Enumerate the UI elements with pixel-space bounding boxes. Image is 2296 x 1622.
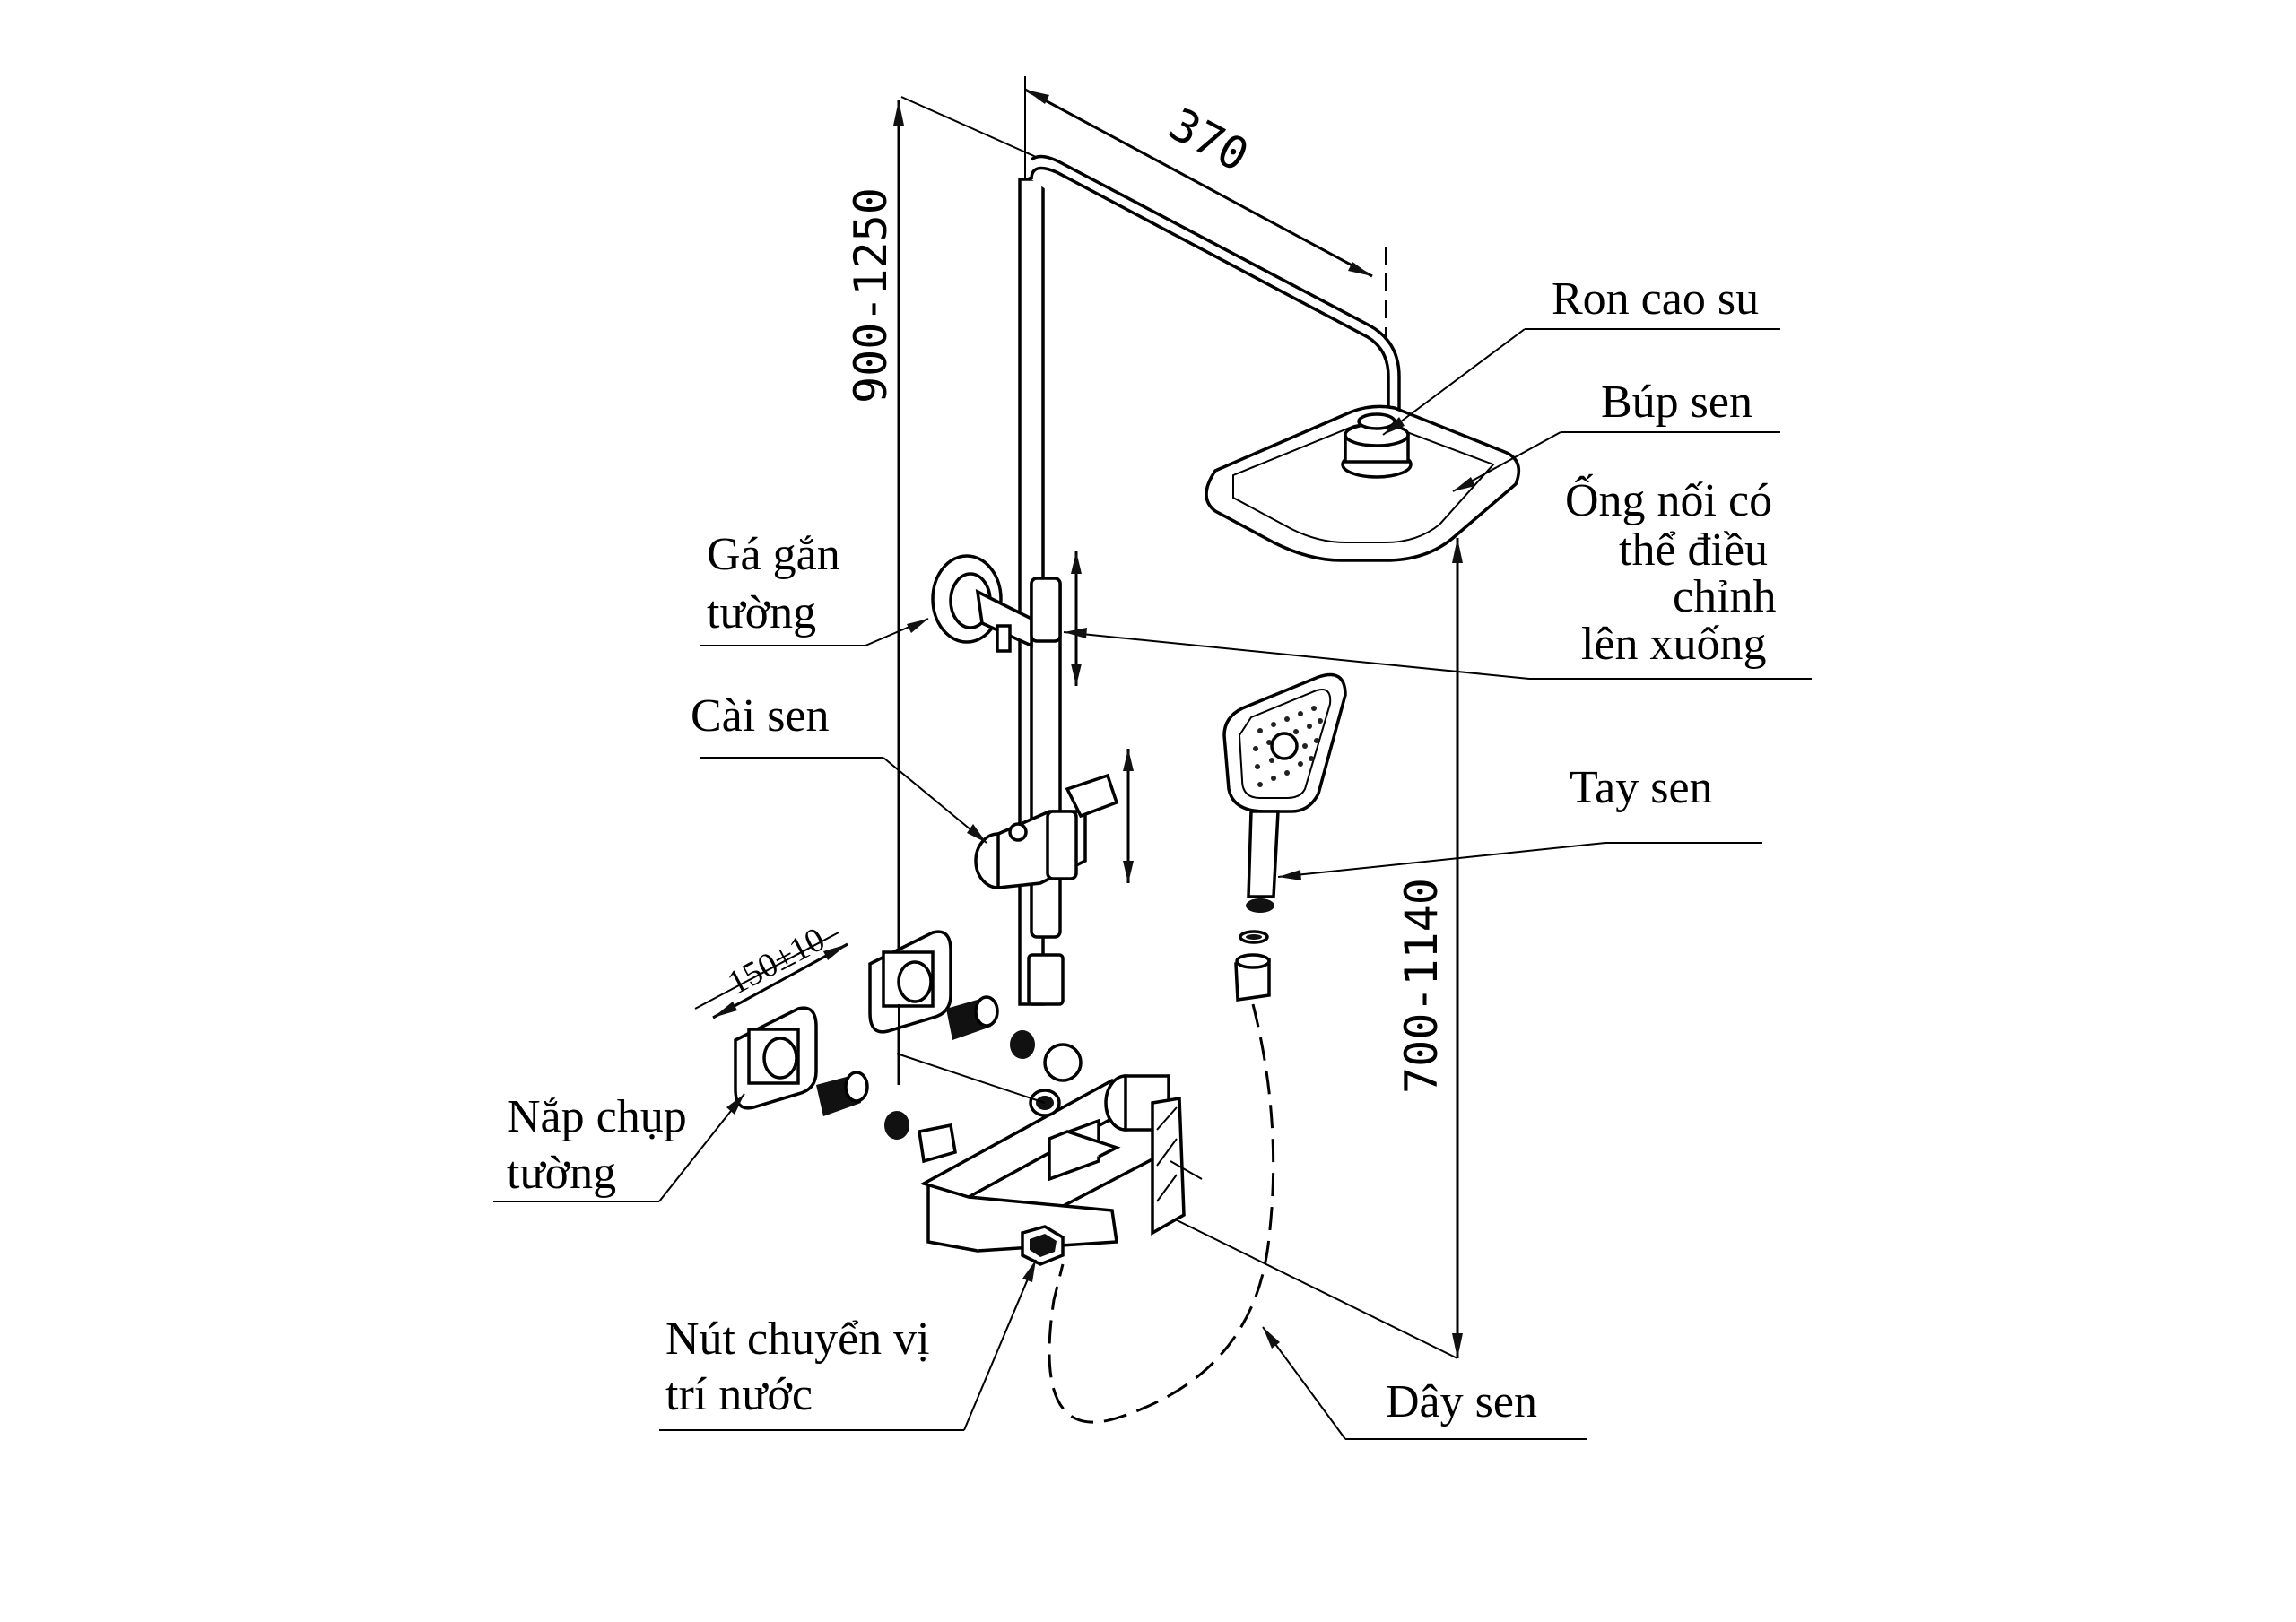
label-bup-sen: Búp sen [1601,377,1752,428]
dimension-900-1250-text: 900-1250 [845,187,897,403]
hand-shower [1222,672,1347,1002]
label-tay-sen: Tay sen [1570,762,1713,813]
label-nap-chup-line1: Nắp chụp [507,1091,687,1142]
label-ga-gan-line1: Gá gắn [707,529,840,580]
leader-lines [493,328,1812,1440]
dimension-700-1140-text: 700-1140 [1396,878,1448,1094]
label-ron-cao-su: Ron cao su [1552,273,1759,325]
dimension-900-1250: 900-1250 [845,96,1037,1085]
wall-bracket [931,554,1062,653]
bracket-arrow [1071,551,1082,686]
label-nut-chuyen-line1: Nút chuyển vị [665,1314,930,1365]
labels: Ron cao su Búp sen Ống nối có thể điều c… [507,273,1777,1427]
label-ong-noi-line3: chỉnh [1673,571,1777,622]
dimension-700-1140: 700-1140 [1156,538,1463,1359]
rain-shower-head [1205,404,1521,562]
slider-holder [974,773,1119,889]
eccentric-connectors [816,995,1083,1164]
mixer-valve [896,1053,1203,1253]
dimension-150-text: 150±10 [722,920,831,1002]
label-ong-noi-line4: lên xuống [1581,619,1767,670]
label-nap-chup-line2: tường [507,1148,616,1199]
dimension-150: 150±10 [694,920,848,1019]
wall-cap-upper [868,930,952,1034]
diverter-knob [1021,1225,1065,1266]
label-nut-chuyen-line2: trí nước [665,1369,813,1420]
label-day-sen: Dây sen [1386,1376,1537,1427]
shower-hose [1048,1003,1275,1424]
label-ong-noi-line1: Ống nối có [1565,473,1772,526]
label-ga-gan-line2: tường [707,587,816,638]
wall-cap-lower [734,1006,818,1110]
slider-arrow [1123,749,1134,883]
label-ong-noi-line2: thể điều [1619,525,1768,576]
label-cai-sen: Cài sen [691,690,830,742]
